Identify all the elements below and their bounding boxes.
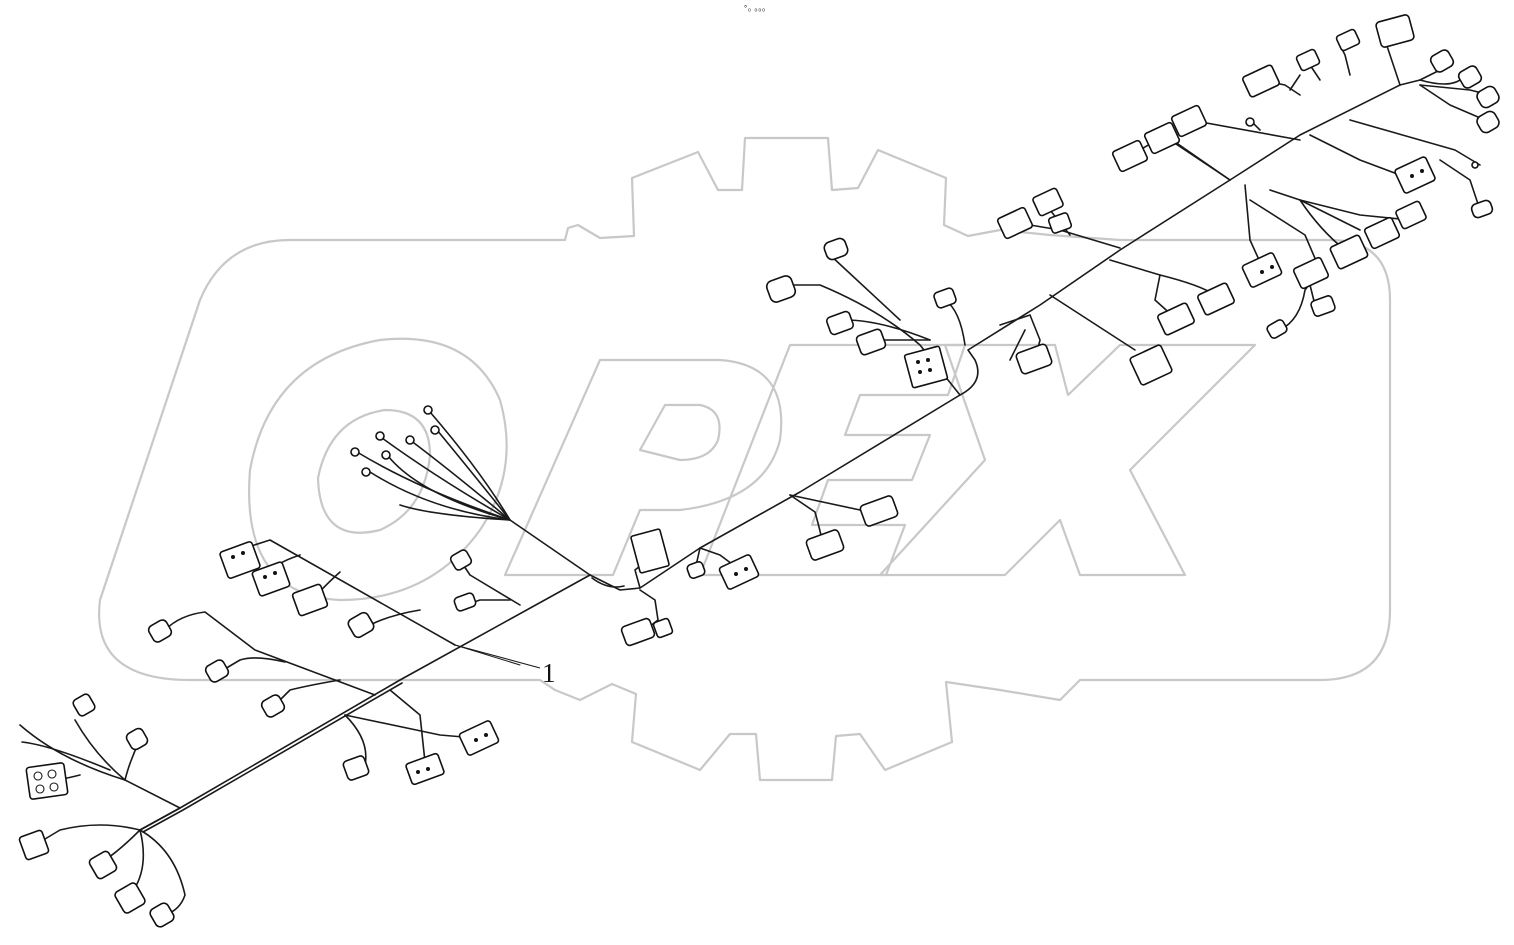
callout-number: 1 [542, 658, 556, 688]
gear-watermark-icon [98, 136, 1392, 782]
connector-icon [18, 14, 1500, 928]
mid-branches [459, 199, 1216, 633]
watermark-letter-p [503, 358, 783, 577]
connector-pins [231, 169, 1424, 774]
top-caption: °₀ ₀₀₀ [744, 4, 766, 13]
callout-leader [454, 644, 541, 669]
main-harness-trunk [139, 79, 1421, 833]
left-end-branch [19, 719, 186, 916]
ring-terminal-fanout [350, 405, 591, 576]
watermark-letter-x [878, 343, 1257, 577]
